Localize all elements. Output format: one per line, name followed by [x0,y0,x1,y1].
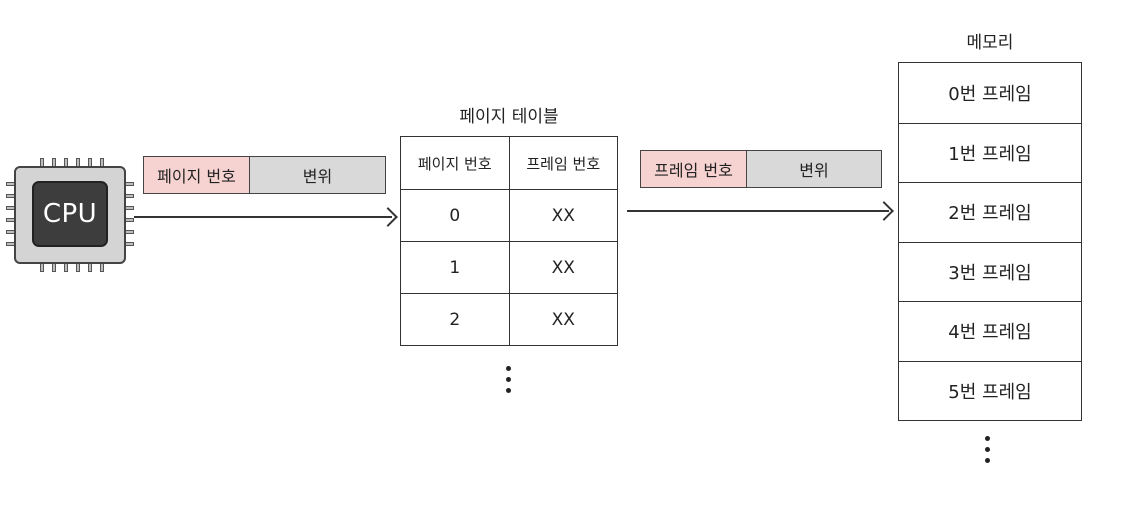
memory-frame: 4번 프레임 [899,301,1081,361]
page-table-title: 페이지 테이블 [459,107,559,127]
table-row: 0 XX [401,189,617,241]
memory-frame: 2번 프레임 [899,182,1081,242]
cpu-pin [52,263,56,272]
header-page-number: 페이지 번호 [417,154,492,173]
page-number-cell: 1 [449,257,461,278]
memory-frame: 0번 프레임 [948,83,1032,105]
cpu-core: CPU [32,181,108,247]
table-row: 2 XX [401,293,617,345]
memory-frame: 5번 프레임 [899,360,1081,421]
cpu-pin [125,218,134,222]
header-frame-number: 프레임 번호 [508,137,618,189]
offset-field: 변위 [250,157,385,193]
frame-number-label: 프레임 번호 [654,161,733,180]
page-number-label: 페이지 번호 [157,167,236,186]
cpu-pin [100,263,104,272]
physical-address-box: 프레임 번호 변위 [640,150,882,188]
offset-label: 변위 [302,167,333,186]
cpu-pin [64,263,68,272]
page-table-ellipsis [506,366,512,399]
cpu-pin [125,242,134,246]
page-number-field: 페이지 번호 [144,157,250,193]
frame-number-cell: XX [508,242,618,293]
memory-block: 0번 프레임 1번 프레임 2번 프레임 3번 프레임 4번 프레임 5번 프레… [898,62,1082,421]
cpu-pin [88,263,92,272]
page-number-cell: 2 [449,309,461,330]
cpu-label: CPU [42,199,98,229]
cpu-pin [40,263,44,272]
cpu-pin [125,206,134,210]
cpu-pin [76,263,80,272]
memory-frame: 3번 프레임 [899,241,1081,302]
table-row: 1 XX [401,241,617,293]
offset-label: 변위 [799,161,829,180]
memory-frame: 1번 프레임 [899,122,1081,183]
offset-field: 변위 [747,151,881,187]
cpu-pin [125,182,134,186]
logical-address-box: 페이지 번호 변위 [143,156,386,194]
page-table: 페이지 번호 프레임 번호 0 XX 1 XX 2 XX [400,136,618,346]
cpu-pin [125,194,134,198]
frame-number-cell: XX [508,190,618,241]
memory-title: 메모리 [966,33,1014,53]
frame-number-cell: XX [508,294,618,345]
cpu-pin [125,230,134,234]
memory-ellipsis [985,436,991,469]
page-table-header: 페이지 번호 프레임 번호 [401,137,617,189]
page-number-cell: 0 [449,205,461,226]
frame-number-field: 프레임 번호 [641,151,747,187]
